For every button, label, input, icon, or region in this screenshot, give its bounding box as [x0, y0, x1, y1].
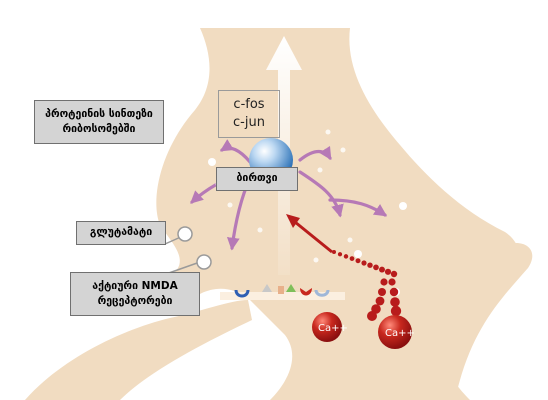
purple-arrow-farright: [328, 198, 388, 217]
calcium-dot: [361, 260, 367, 266]
calcium-dot: [337, 252, 343, 257]
glutamate-label-text: გლუტამატი: [89, 226, 153, 239]
calcium-dot: [332, 250, 336, 254]
calcium-dot: [375, 296, 385, 306]
nucleus-label-text: ბირთვი: [236, 172, 278, 185]
calcium-dot: [367, 311, 377, 321]
calcium-dot: [384, 268, 392, 275]
calcium-trail: [332, 250, 402, 321]
calcium-dot: [379, 266, 385, 273]
calcium-dot: [343, 254, 349, 259]
protein-transport-arrows: [190, 139, 388, 251]
calcium-dot: [349, 256, 355, 261]
nmda-ball-icon: [196, 254, 212, 270]
synapse-zone: [220, 292, 345, 300]
calcium-arrowhead-icon: [286, 214, 300, 228]
dendrite-right: [380, 242, 533, 400]
protein-synthesis-line-2: რიბოსომებში: [62, 123, 136, 135]
nmda-receptors-line-1: აქტიური NMDA: [92, 279, 178, 292]
calcium-dot: [389, 287, 399, 297]
calcium-dot: [367, 262, 373, 268]
nmda-receptors-label: აქტიური NMDA რეცეპტორები: [70, 272, 200, 316]
calcium-dot: [388, 278, 396, 286]
calcium-ion-2-label: Ca++: [385, 328, 415, 339]
purple-arrow-upleft: [219, 139, 252, 164]
calcium-dot: [373, 264, 379, 271]
calcium-dot: [390, 270, 398, 278]
calcium-flow-arrow: [294, 220, 333, 254]
calcium-dot: [378, 288, 386, 296]
gene-c-jun: c-jun: [233, 115, 265, 130]
purple-arrow-right: [298, 170, 344, 218]
dendrite-left: [25, 300, 252, 400]
calcium-ion-2: Ca++: [378, 315, 415, 349]
calcium-dot: [380, 278, 388, 286]
protein-synthesis-line-1: პროტეინის სინთეზი: [45, 107, 153, 120]
gene-c-fos: c-fos: [233, 97, 265, 113]
nmda-receptors-line-2: რეცეპტორები: [97, 295, 173, 307]
gene-label-box: c-fos c-jun: [218, 90, 280, 138]
calcium-ion-1: Ca++: [312, 312, 348, 342]
nucleus-label: ბირთვი: [216, 167, 298, 191]
glutamate-ball-icon: [177, 226, 193, 242]
calcium-dot: [390, 297, 400, 307]
calcium-dot: [390, 305, 402, 317]
protein-synthesis-label: პროტეინის სინთეზი რიბოსომებში: [34, 100, 164, 144]
receptor-channels: [234, 284, 330, 298]
calcium-dot: [355, 258, 361, 264]
purple-arrow-upright: [298, 145, 332, 162]
calcium-ion-1-label: Ca++: [318, 323, 348, 334]
glutamate-label: გლუტამატი: [76, 221, 166, 245]
